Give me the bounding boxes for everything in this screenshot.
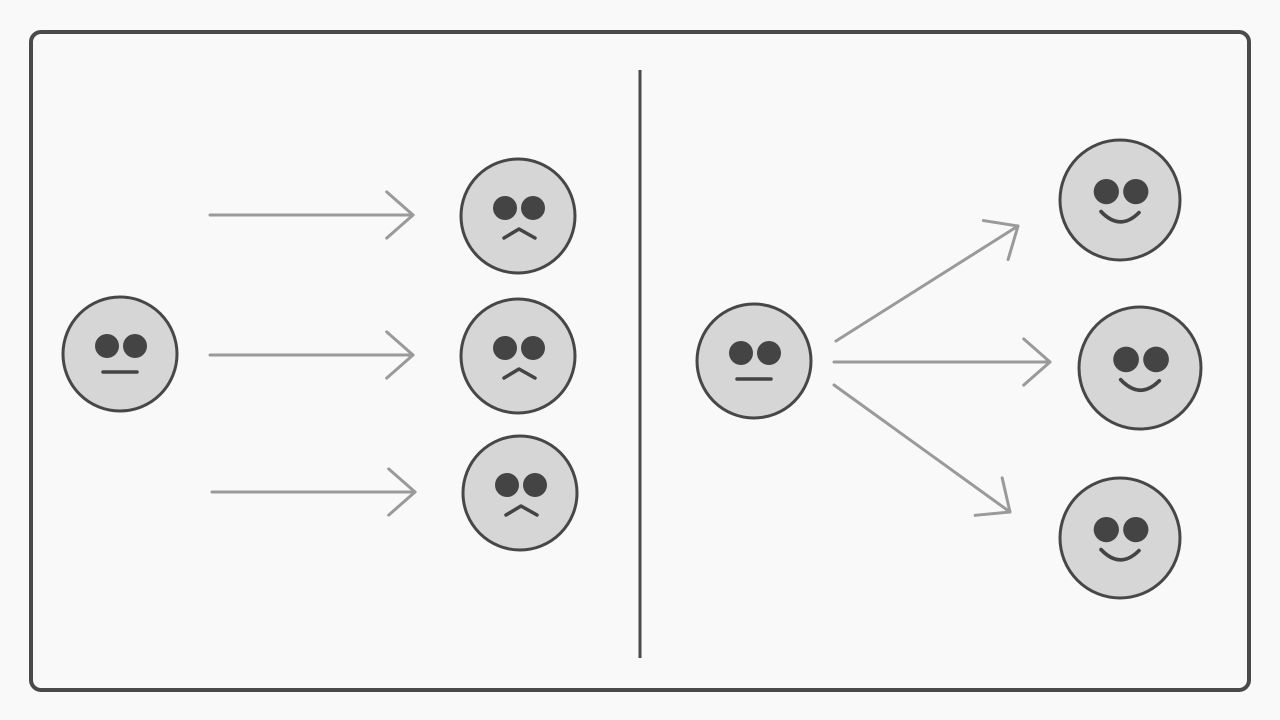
right-panel	[695, 138, 1203, 600]
mouth-frown	[502, 227, 537, 240]
right-source-face-neutral	[695, 302, 813, 420]
mouth-smile	[1118, 377, 1162, 393]
left-panel	[61, 157, 579, 552]
left-target-face-3-frown	[461, 434, 579, 552]
right-eye	[1143, 346, 1169, 373]
arrow-head	[1022, 337, 1052, 387]
right-eye	[521, 196, 545, 220]
arrow-head	[385, 190, 415, 240]
right-arrow-3	[832, 383, 1012, 517]
arrow-head	[385, 330, 415, 380]
left-eye	[1113, 346, 1139, 373]
left-eye	[95, 334, 119, 358]
right-eye	[521, 336, 545, 360]
left-target-face-2-frown	[459, 297, 577, 415]
left-eye	[493, 336, 517, 360]
right-eye	[1123, 178, 1149, 205]
left-arrow-3	[210, 467, 417, 517]
arrow-head	[973, 476, 1012, 517]
arrow-shaft	[832, 383, 1012, 514]
face-outline	[1077, 305, 1203, 431]
left-eye	[495, 473, 519, 497]
right-eye	[757, 341, 781, 365]
face-outline	[1058, 138, 1182, 262]
mouth-smile	[1099, 547, 1141, 562]
face-outline	[459, 297, 577, 415]
right-target-face-2-smile	[1077, 305, 1203, 431]
arrow-head	[981, 219, 1020, 262]
right-arrow-2	[832, 337, 1052, 387]
outer-frame	[29, 30, 1251, 692]
right-eye	[123, 334, 147, 358]
left-arrow-2	[208, 330, 415, 380]
arrow-head	[387, 467, 417, 517]
left-eye	[1093, 178, 1119, 205]
mouth-smile	[1099, 209, 1141, 224]
face-outline	[1058, 476, 1182, 600]
left-target-face-1-frown	[459, 157, 577, 275]
left-eye	[1093, 516, 1119, 543]
left-source-face-neutral	[61, 295, 179, 413]
right-arrow-1	[834, 219, 1020, 343]
right-eye	[1123, 516, 1149, 543]
face-outline	[461, 434, 579, 552]
face-outline	[61, 295, 179, 413]
left-arrow-1	[208, 190, 415, 240]
mouth-frown	[504, 504, 539, 517]
left-eye	[493, 196, 517, 220]
right-target-face-1-smile	[1058, 138, 1182, 262]
left-eye	[729, 341, 753, 365]
face-outline	[459, 157, 577, 275]
right-eye	[523, 473, 547, 497]
face-outline	[695, 302, 813, 420]
right-target-face-3-smile	[1058, 476, 1182, 600]
mouth-frown	[502, 367, 537, 380]
arrow-shaft	[834, 224, 1020, 343]
